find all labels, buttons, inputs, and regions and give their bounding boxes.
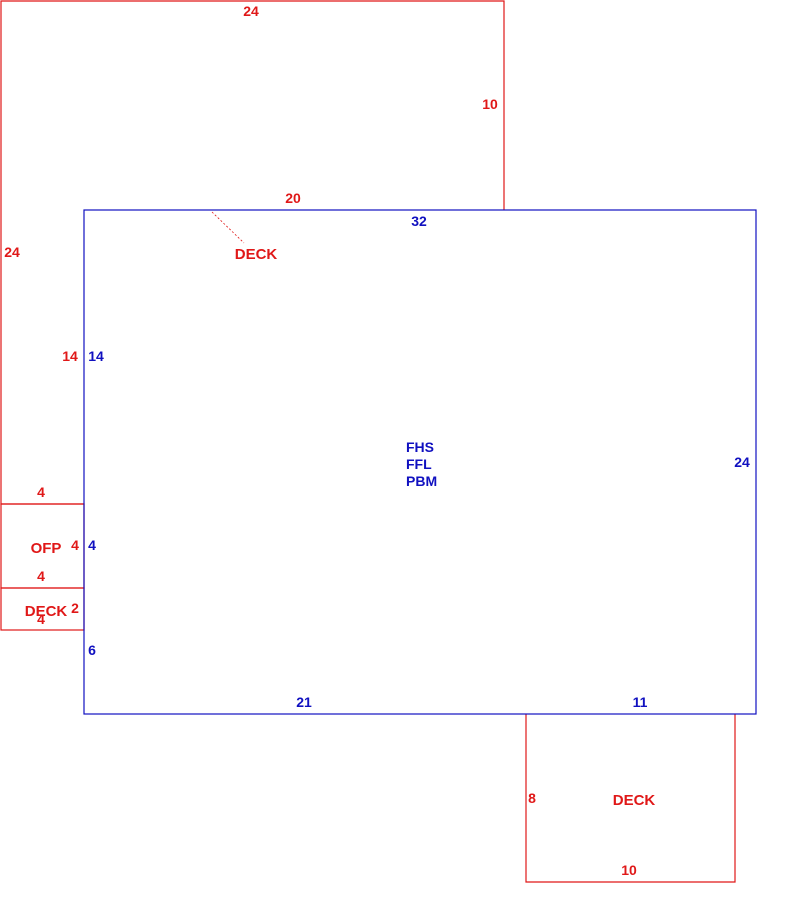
lower-deck-outline: [525, 714, 736, 883]
main-code-1: FHS: [406, 439, 434, 455]
main-code-3: PBM: [406, 473, 437, 489]
main-dim-top: 32: [411, 213, 427, 229]
lower-deck-dim-bottom: 10: [621, 862, 637, 878]
upper-deck-dim-top: 24: [243, 3, 259, 19]
main-structure-outline: [83, 209, 757, 715]
upper-deck-dim-inner-bottom: 20: [285, 190, 301, 206]
main-dim-left-middle: 4: [88, 537, 96, 553]
porch-dim-right: 4: [71, 537, 79, 553]
deck-leader-line: [211, 211, 245, 244]
main-dim-right: 24: [734, 454, 750, 470]
main-code-2: FFL: [406, 456, 432, 472]
lower-deck-dim-left: 8: [528, 790, 536, 806]
upper-deck-dim-right: 10: [482, 96, 498, 112]
upper-deck-label: DECK: [235, 246, 278, 263]
porch-label: OFP: [31, 540, 62, 557]
main-dim-left-lower: 6: [88, 642, 96, 658]
lower-deck-label: DECK: [613, 792, 656, 809]
main-dim-left-upper: 14: [88, 348, 104, 364]
small-deck-label: DECK: [25, 603, 68, 620]
small-deck-dim-right: 2: [71, 600, 79, 616]
main-dim-bottom-right: 11: [633, 694, 648, 710]
small-deck-dim-bottom: 4: [37, 611, 45, 627]
porch-dim-bottom: 4: [37, 568, 45, 584]
main-dim-bottom-left: 21: [296, 694, 312, 710]
upper-deck-dim-bottom: 4: [37, 484, 45, 500]
upper-deck-dim-inner-left: 14: [62, 348, 78, 364]
upper-deck-dim-left: 24: [4, 244, 20, 260]
